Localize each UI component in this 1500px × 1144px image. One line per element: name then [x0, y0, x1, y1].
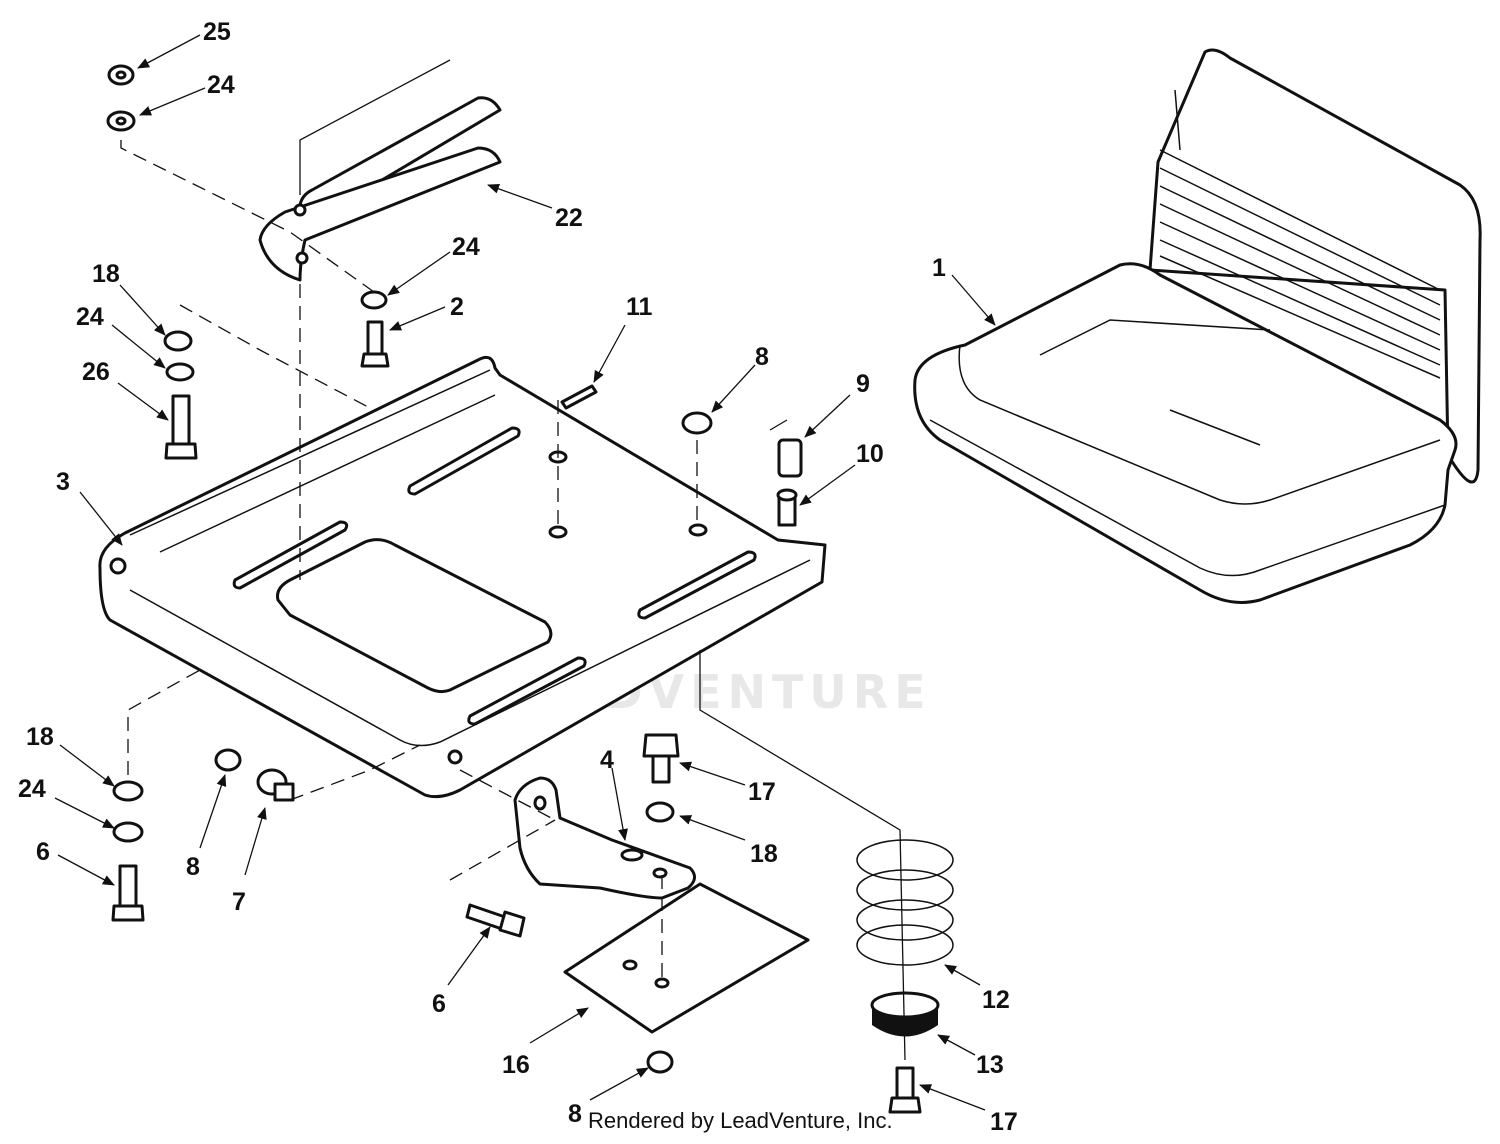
mounting-plate-part: [563, 882, 810, 1034]
callout-8b: 8: [755, 343, 769, 371]
callout-17a: 17: [748, 778, 776, 806]
callout-4: 4: [600, 746, 614, 774]
callout-24c: 24: [76, 303, 104, 331]
seat-part: [913, 48, 1482, 604]
callout-3: 3: [56, 468, 70, 496]
callout-1: 1: [932, 254, 946, 282]
callout-8c: 8: [568, 1100, 582, 1128]
callout-24d: 24: [18, 775, 46, 803]
spring-part: [856, 839, 954, 966]
callout-6a: 6: [36, 838, 50, 866]
callout-13: 13: [976, 1051, 1004, 1079]
hardware-parts: [106, 64, 922, 1114]
callout-arrows: [54, 34, 996, 1111]
callout-10: 10: [856, 440, 884, 468]
callout-12: 12: [982, 986, 1010, 1014]
callout-numbers: 1 2 3 4 6 6 7 8 8 8 9 10 11 12 13 16 17 …: [18, 18, 1018, 1136]
credit-text: Rendered by LeadVenture, Inc.: [588, 1108, 893, 1133]
callout-18c: 18: [750, 840, 778, 868]
callout-26: 26: [82, 358, 110, 386]
seat-bracket-part: [258, 96, 502, 282]
callout-9: 9: [856, 370, 870, 398]
callout-7: 7: [232, 888, 246, 916]
callout-16: 16: [502, 1051, 530, 1079]
callout-11: 11: [626, 293, 653, 321]
callout-18b: 18: [26, 723, 54, 751]
callout-17b: 17: [990, 1108, 1018, 1136]
callout-2: 2: [450, 293, 464, 321]
callout-18a: 18: [92, 260, 120, 288]
rubber-bumper-part: [870, 991, 940, 1037]
hinge-bracket-part: [513, 776, 696, 900]
callout-24b: 24: [452, 233, 480, 261]
callout-8a: 8: [186, 853, 200, 881]
callout-24a: 24: [207, 71, 235, 99]
callout-6b: 6: [432, 990, 446, 1018]
callout-25: 25: [203, 18, 231, 46]
assembly-lines: [120, 59, 906, 1061]
callout-22: 22: [555, 204, 583, 232]
seat-pan-part: [98, 355, 827, 799]
